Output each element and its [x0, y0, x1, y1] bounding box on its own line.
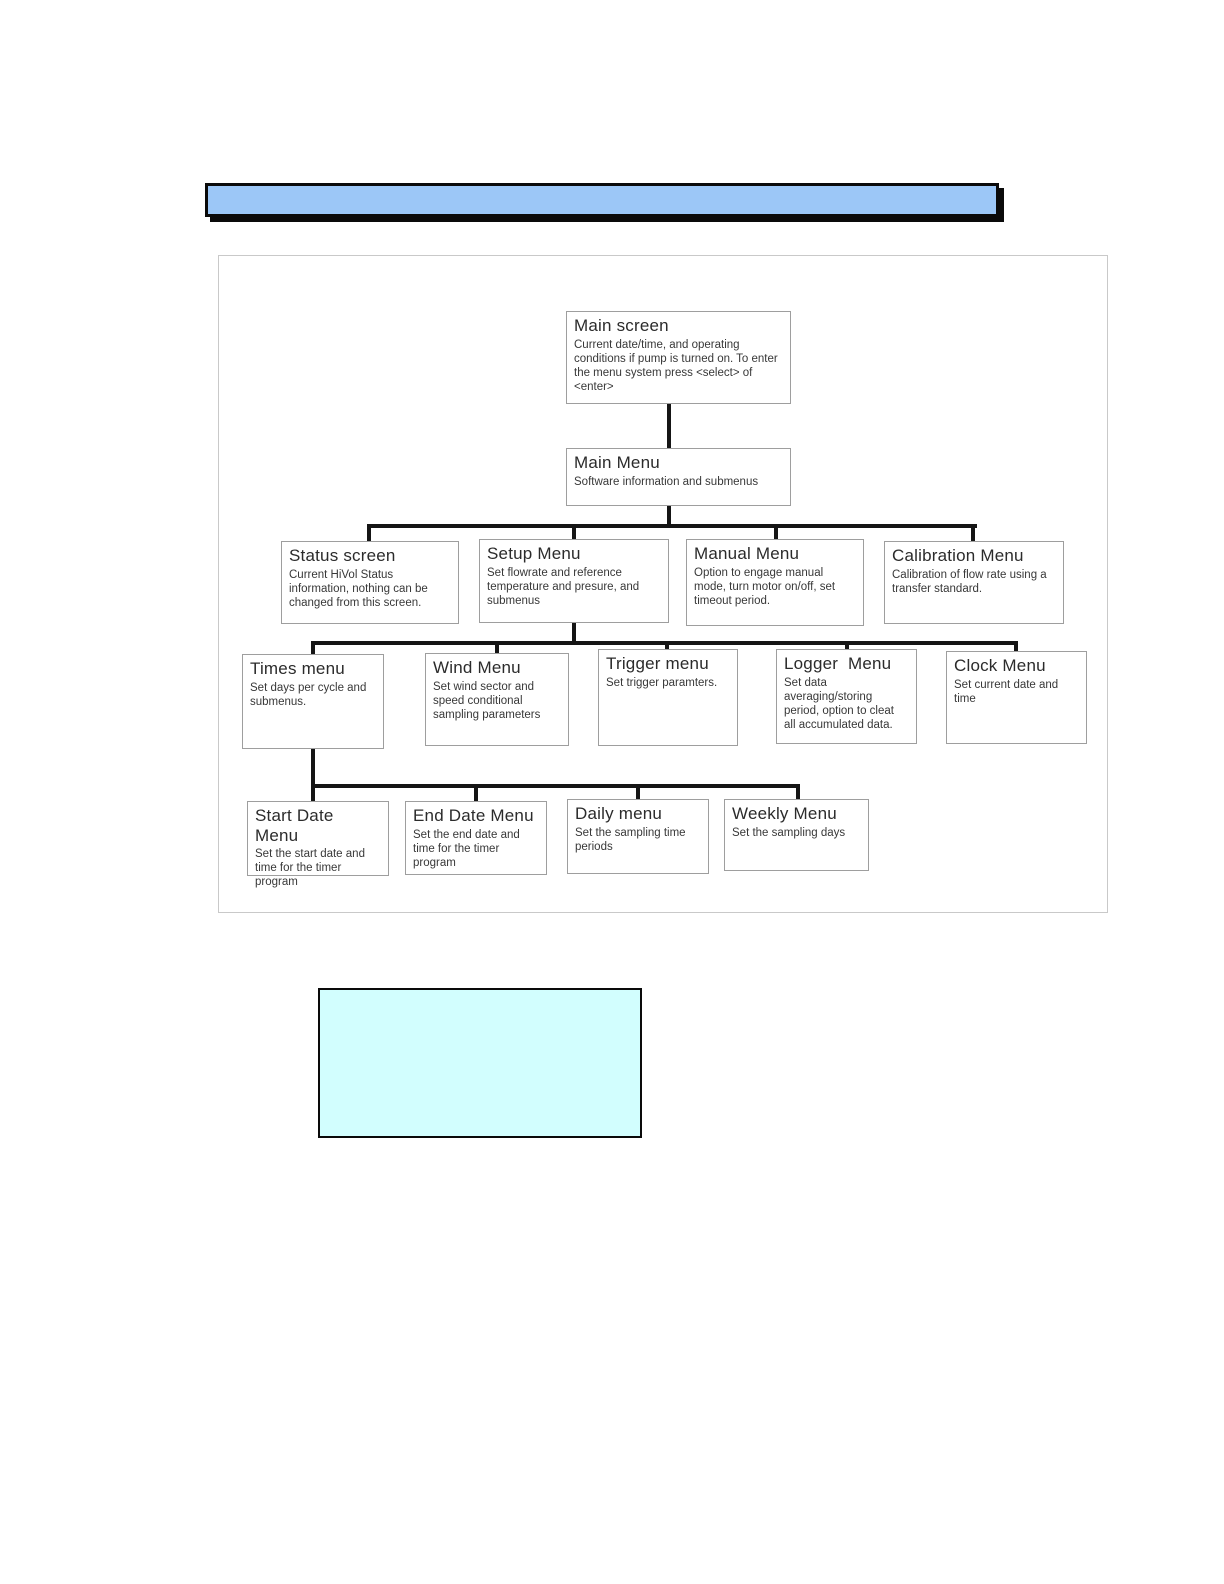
node-title: Status screen: [289, 546, 396, 565]
node-title: Main screen: [574, 316, 669, 335]
node-manual-menu: Manual Menu Option to engage manual mode…: [686, 539, 864, 626]
node-times-menu: Times menu Set days per cycle and submen…: [242, 654, 384, 749]
connector-line: [311, 641, 315, 654]
connector-line: [367, 524, 371, 541]
connector-line: [495, 641, 499, 653]
node-title: Daily menu: [575, 804, 663, 823]
node-title: Main Menu: [574, 453, 660, 472]
node-description: Current HiVol Status information, nothin…: [289, 568, 428, 609]
connector-line: [474, 784, 478, 801]
node-end-date-menu: End Date Menu Set the end date and time …: [405, 801, 547, 875]
node-trigger-menu: Trigger menu Set trigger paramters.: [598, 649, 738, 746]
node-title: Trigger menu: [606, 654, 709, 673]
node-description: Set the start date and time for the time…: [255, 848, 365, 889]
node-description: Set current date and time: [954, 678, 1059, 705]
connector-line: [796, 784, 800, 799]
node-description: Set flowrate and reference temperature a…: [487, 566, 640, 607]
node-description: Calibration of flow rate using a transfe…: [892, 568, 1047, 595]
blue-title-banner: [205, 183, 999, 217]
node-title: Logger Menu: [784, 654, 892, 673]
node-description: Set days per cycle and submenus.: [250, 681, 367, 708]
node-title: Wind Menu: [433, 658, 521, 677]
node-main-menu: Main Menu Software information and subme…: [566, 448, 791, 506]
node-description: Option to engage manual mode, turn motor…: [694, 566, 836, 607]
node-status-screen: Status screen Current HiVol Status infor…: [281, 541, 459, 624]
node-weekly-menu: Weekly Menu Set the sampling days: [724, 799, 869, 871]
node-wind-menu: Wind Menu Set wind sector and speed cond…: [425, 653, 569, 746]
node-description: Set the sampling time periods: [575, 826, 686, 853]
node-title: Times menu: [250, 659, 345, 678]
node-title: Manual Menu: [694, 544, 800, 563]
connector-line: [311, 749, 315, 801]
node-title: Setup Menu: [487, 544, 581, 563]
cyan-note-box: [318, 988, 642, 1138]
node-description: Set data averaging/storing period, optio…: [784, 676, 894, 731]
connector-line: [311, 784, 800, 788]
node-title: Start Date Menu: [255, 806, 339, 845]
node-clock-menu: Clock Menu Set current date and time: [946, 651, 1087, 744]
connector-line: [572, 524, 576, 539]
node-description: Set trigger paramters.: [606, 676, 718, 689]
connector-line: [665, 641, 669, 649]
connector-line: [774, 524, 778, 539]
node-calibration-menu: Calibration Menu Calibration of flow rat…: [884, 541, 1064, 624]
connector-line: [667, 506, 671, 528]
node-description: Set the sampling days: [732, 826, 846, 839]
node-main-screen: Main screen Current date/time, and opera…: [566, 311, 791, 404]
connector-line: [367, 524, 977, 528]
node-title: Clock Menu: [954, 656, 1046, 675]
connector-line: [667, 404, 671, 448]
connector-line: [636, 784, 640, 801]
node-logger-menu: Logger Menu Set data averaging/storing p…: [776, 649, 917, 744]
connector-line: [1014, 641, 1018, 651]
node-description: Software information and submenus: [574, 475, 759, 488]
connector-line: [311, 641, 1018, 645]
node-description: Current date/time, and operating conditi…: [574, 338, 778, 393]
node-title: Calibration Menu: [892, 546, 1024, 565]
node-description: Set the end date and time for the timer …: [413, 828, 520, 869]
node-setup-menu: Setup Menu Set flowrate and reference te…: [479, 539, 669, 623]
node-description: Set wind sector and speed conditional sa…: [433, 680, 541, 721]
node-title: End Date Menu: [413, 806, 534, 825]
node-title: Weekly Menu: [732, 804, 837, 823]
connector-line: [971, 524, 975, 541]
node-start-date-menu: Start Date Menu Set the start date and t…: [247, 801, 389, 888]
node-daily-menu: Daily menu Set the sampling time periods: [567, 799, 709, 874]
connector-line: [572, 623, 576, 645]
connector-line: [845, 641, 849, 649]
menu-tree-diagram: Main screen Current date/time, and opera…: [218, 255, 1108, 913]
